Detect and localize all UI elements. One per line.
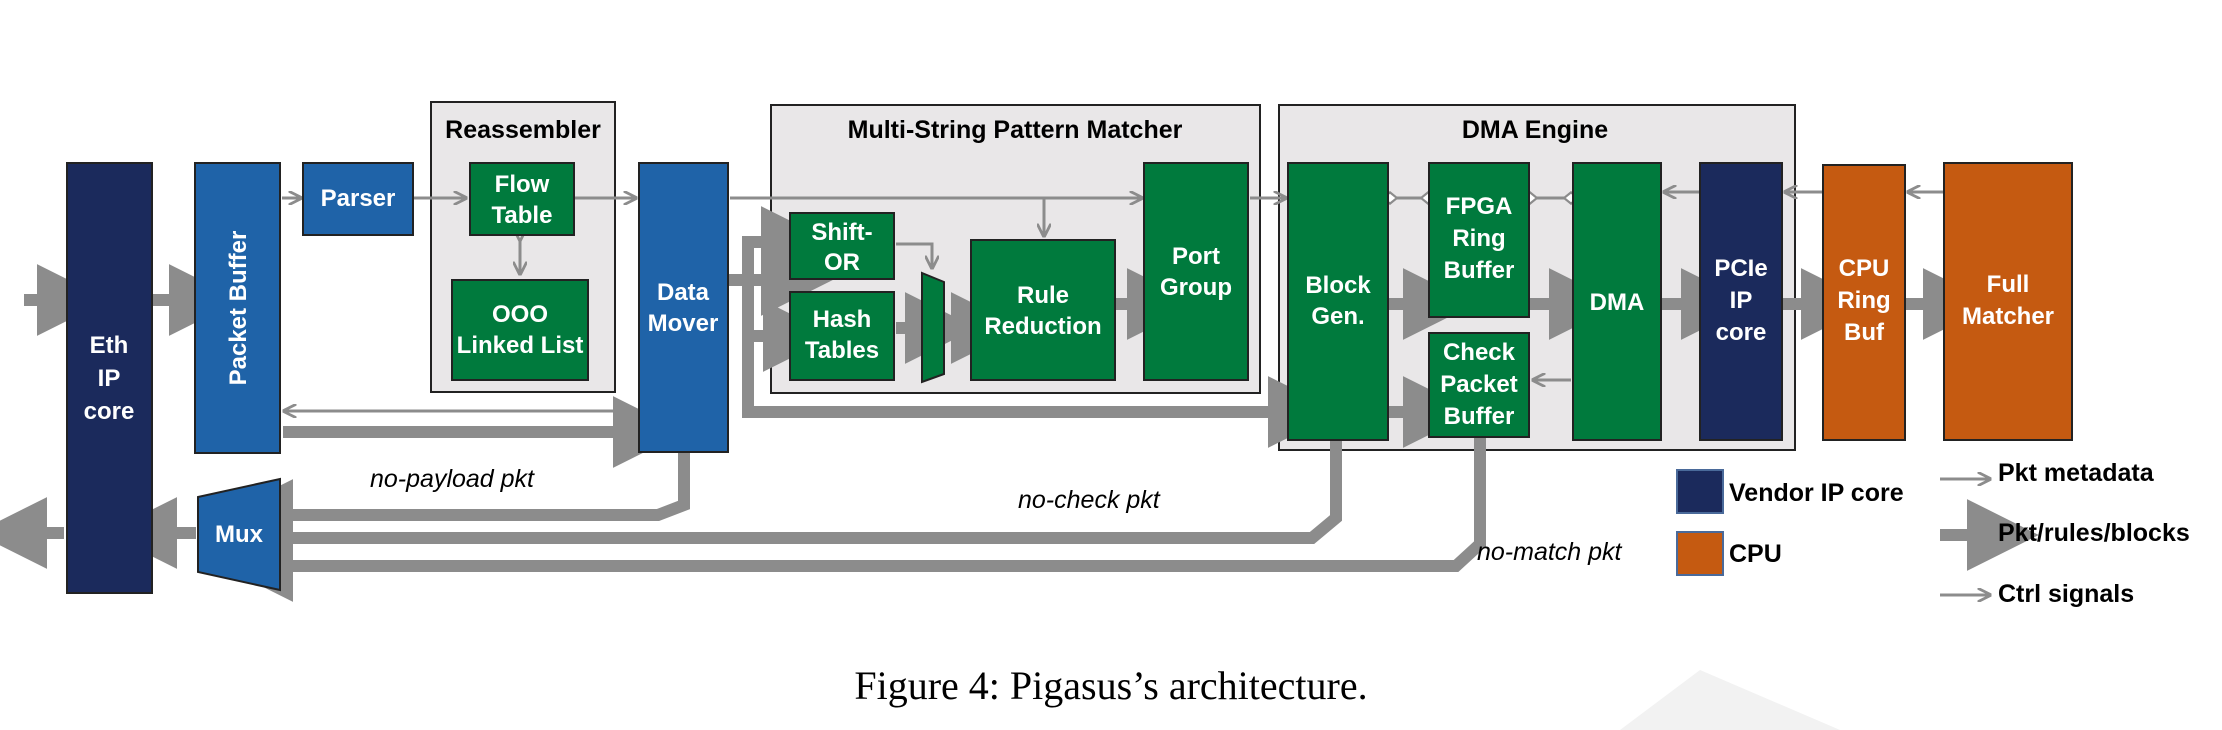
- parser-label: Parser: [321, 185, 396, 212]
- figure-caption: Figure 4: Pigasus’s architecture.: [854, 663, 1368, 708]
- port-group-label-2: Group: [1160, 274, 1232, 301]
- block-gen-label-1: Block: [1305, 272, 1371, 299]
- mux-block: Mux: [197, 477, 281, 592]
- legend-pkt-rules-label: Pkt/rules/blocks: [1998, 519, 2190, 547]
- cpu-ring-buf-label-1: CPU: [1839, 255, 1890, 282]
- eth-ip-core-label-2: IP: [98, 365, 121, 392]
- port-group-label-1: Port: [1172, 243, 1220, 270]
- full-matcher-block: Full Matcher: [1943, 162, 2073, 441]
- shift-or-label-2: OR: [824, 249, 860, 276]
- no-payload-pkt-label: no-payload pkt: [370, 465, 535, 493]
- legend-metadata-label: Pkt metadata: [1998, 459, 2155, 487]
- legend-vendor-ip-label: Vendor IP core: [1729, 479, 1904, 507]
- flow-table-label-2: Table: [492, 202, 553, 229]
- parser-block: Parser: [302, 162, 414, 236]
- hash-tables-label-1: Hash: [813, 306, 872, 333]
- ooo-linked-list-block: OOO Linked List: [451, 279, 589, 381]
- packet-buffer-label: Packet Buffer: [225, 231, 252, 386]
- cpu-ring-buf-block: CPU Ring Buf: [1822, 164, 1906, 441]
- packet-buffer-block: Packet Buffer: [194, 162, 281, 454]
- check-packet-buffer-label-2: Packet: [1440, 371, 1517, 398]
- data-mover-label-1: Data: [657, 279, 710, 306]
- pcie-label-3: core: [1716, 319, 1767, 346]
- eth-ip-core-label-1: Eth: [90, 332, 129, 359]
- eth-ip-core-block: Eth IP core: [66, 162, 153, 594]
- block-gen-label-2: Gen.: [1311, 303, 1364, 330]
- no-check-pkt-label: no-check pkt: [1018, 486, 1161, 514]
- fpga-ring-buffer-label-2: Ring: [1452, 225, 1505, 252]
- dma-engine-title: DMA Engine: [1462, 116, 1608, 144]
- mux-label: Mux: [215, 521, 264, 548]
- flow-table-block: Flow Table: [469, 162, 575, 236]
- fpga-ring-buffer-label-1: FPGA: [1446, 193, 1513, 220]
- cpu-ring-buf-label-2: Ring: [1837, 287, 1890, 314]
- pcie-label-2: IP: [1730, 287, 1753, 314]
- shift-or-label-1: Shift-: [811, 219, 872, 246]
- cpu-ring-buf-label-3: Buf: [1844, 319, 1885, 346]
- data-mover-label-2: Mover: [648, 310, 719, 337]
- full-matcher-label-2: Matcher: [1962, 303, 2054, 330]
- pcie-label-1: PCIe: [1714, 255, 1767, 282]
- shift-or-hash-merge: [921, 271, 945, 384]
- hash-tables-label-2: Tables: [805, 337, 879, 364]
- legend-cpu-swatch: [1676, 531, 1724, 576]
- legend-cpu-label: CPU: [1729, 540, 1782, 568]
- ooo-label-2: Linked List: [457, 332, 584, 359]
- eth-ip-core-label-3: core: [84, 398, 135, 425]
- full-matcher-label-1: Full: [1987, 271, 2030, 298]
- rule-reduction-label-2: Reduction: [984, 313, 1101, 340]
- dma-block: DMA: [1572, 162, 1662, 441]
- rule-reduction-block: Rule Reduction: [970, 239, 1116, 381]
- flow-table-label-1: Flow: [495, 171, 550, 198]
- legend-vendor-ip-swatch: [1676, 469, 1724, 514]
- ooo-label-1: OOO: [492, 301, 548, 328]
- port-group-block: Port Group: [1143, 162, 1249, 381]
- check-packet-buffer-label-1: Check: [1443, 339, 1516, 366]
- fpga-ring-buffer-block: FPGA Ring Buffer: [1428, 162, 1530, 318]
- shift-or-block: Shift- OR: [789, 212, 895, 280]
- thick-paths: [0, 206, 1995, 602]
- thin-paths: [282, 192, 1944, 411]
- data-mover-block: Data Mover: [638, 162, 729, 453]
- no-match-pkt-label: no-match pkt: [1477, 538, 1623, 566]
- legend: Vendor IP core CPU Pkt metadata Pkt/rule…: [1676, 459, 2190, 608]
- block-gen-block: Block Gen.: [1287, 162, 1389, 441]
- reassembler-title: Reassembler: [445, 116, 601, 144]
- legend-ctrl-label: Ctrl signals: [1998, 580, 2134, 608]
- check-packet-buffer-label-3: Buffer: [1444, 403, 1515, 430]
- pcie-ip-core-block: PCIe IP core: [1699, 162, 1783, 441]
- rule-reduction-label-1: Rule: [1017, 282, 1069, 309]
- watermark-shape: [1620, 670, 1840, 730]
- check-packet-buffer-block: Check Packet Buffer: [1428, 332, 1530, 438]
- fpga-ring-buffer-label-3: Buffer: [1444, 257, 1515, 284]
- dma-label: DMA: [1590, 289, 1645, 316]
- hash-tables-block: Hash Tables: [789, 291, 895, 381]
- mspm-title: Multi-String Pattern Matcher: [848, 116, 1183, 144]
